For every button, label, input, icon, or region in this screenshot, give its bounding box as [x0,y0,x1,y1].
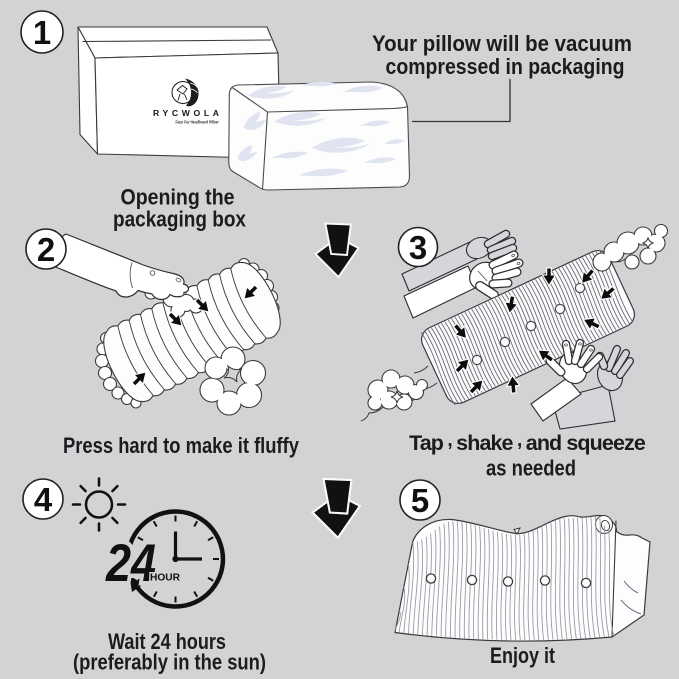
svg-text:HOUR: HOUR [150,572,180,584]
svg-text:Opening the: Opening the [121,185,235,210]
svg-text:24: 24 [105,534,156,593]
svg-text:3: 3 [409,229,427,266]
svg-text:4: 4 [34,481,53,518]
svg-text:as needed: as needed [486,456,576,481]
svg-text:2: 2 [37,231,55,268]
svg-text:Tap , shake , and squeeze: Tap , shake , and squeeze [409,430,646,455]
svg-text:packaging box: packaging box [113,207,247,232]
svg-text:(preferably in the sun): (preferably in the sun) [73,650,266,675]
svg-text:1: 1 [33,14,51,51]
svg-text:Faux Fur Headboard Pillow: Faux Fur Headboard Pillow [176,120,220,125]
svg-text:compressed in packaging: compressed in packaging [386,54,625,79]
svg-text:RYCWOLA: RYCWOLA [153,108,219,118]
svg-text:Enjoy it: Enjoy it [490,643,556,668]
svg-text:Press hard to make it fluffy: Press hard to make it fluffy [63,433,300,458]
svg-text:Wait 24 hours: Wait 24 hours [108,629,226,654]
svg-text:Your pillow will be vacuum: Your pillow will be vacuum [372,31,632,56]
svg-text:5: 5 [411,482,429,519]
